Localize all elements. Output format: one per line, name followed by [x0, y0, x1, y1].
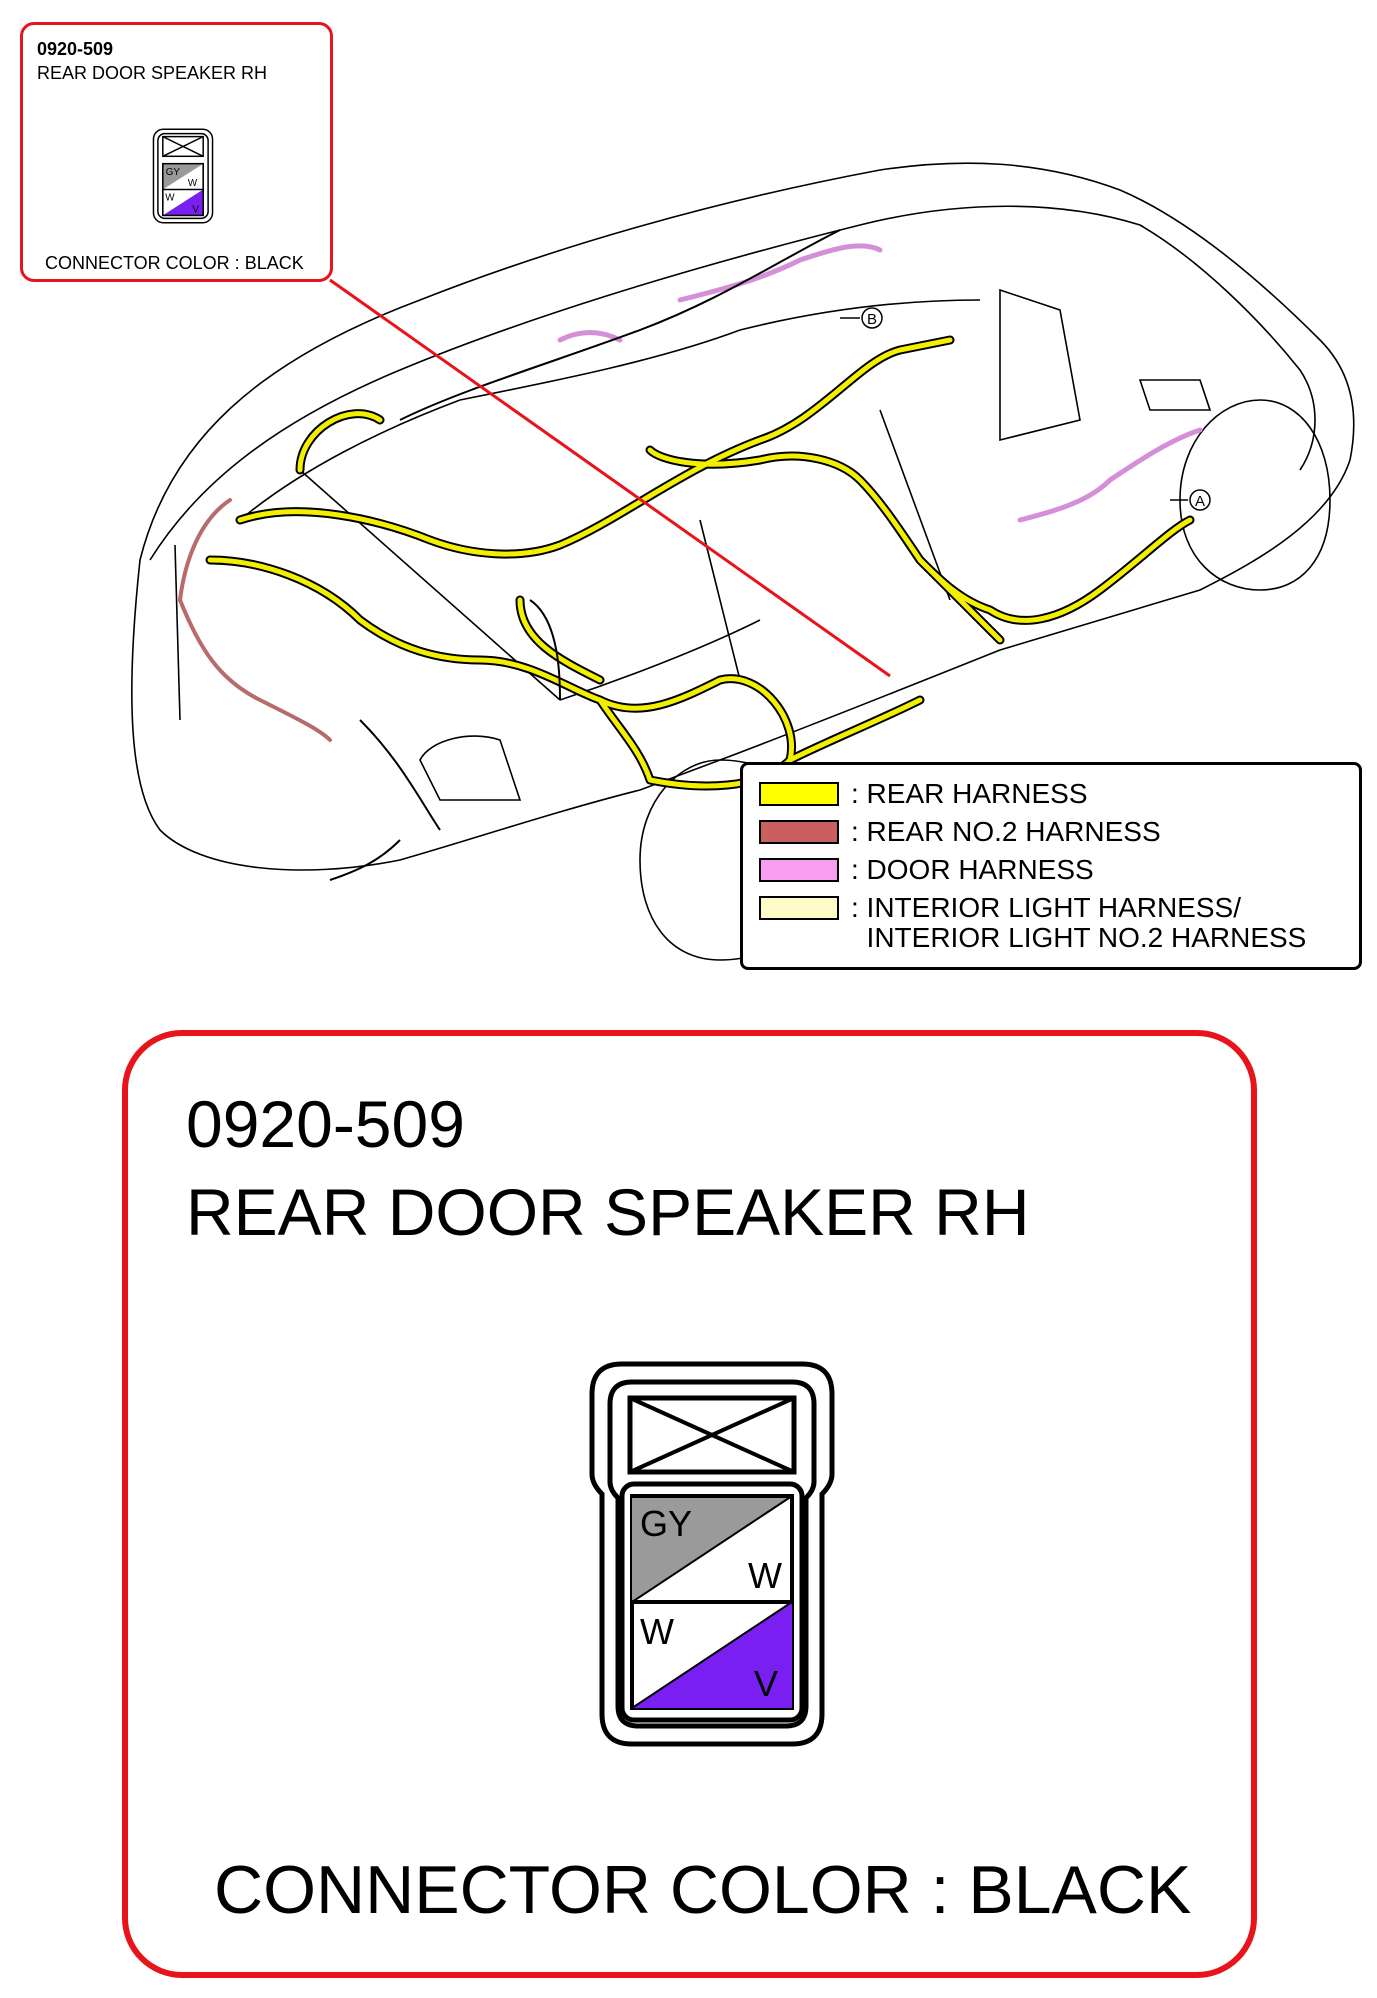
small-connector-callout: 0920-509 REAR DOOR SPEAKER RH GY W W V C… [20, 22, 333, 282]
legend-item-interior-light-harness: : INTERIOR LIGHT HARNESS/ INTERIOR LIGHT… [759, 893, 1306, 953]
small-connector-code: 0920-509 [37, 39, 114, 59]
legend-item-door-harness: : DOOR HARNESS [759, 855, 1094, 887]
small-pin2-top-label: W [165, 193, 175, 204]
rear-harness [205, 335, 1195, 791]
legend-swatch [759, 820, 839, 844]
big-pin1-top-label: GY [640, 1503, 692, 1544]
big-connector-color: CONNECTOR COLOR : BLACK [214, 1852, 1192, 1928]
marker-a: A [1170, 489, 1211, 511]
door-harness [557, 243, 1203, 523]
legend-swatch [759, 858, 839, 882]
small-pin1-bottom-label: W [188, 178, 198, 189]
small-pin1-top-label: GY [166, 167, 181, 178]
big-pin1-bottom-label: W [748, 1555, 782, 1596]
harness-legend: : REAR HARNESS : REAR NO.2 HARNESS : DOO… [740, 762, 1362, 970]
legend-item-rear-no2-harness: : REAR NO.2 HARNESS [759, 817, 1161, 849]
marker-b-label: B [867, 311, 877, 328]
big-pin2-top-label: W [640, 1611, 674, 1652]
legend-label: : REAR NO.2 HARNESS [851, 816, 1161, 847]
small-pin2-bottom-label: V [192, 204, 199, 215]
small-connector-face: GY W W V [152, 128, 214, 224]
big-connector-code: 0920-509 [186, 1087, 465, 1161]
legend-label: : DOOR HARNESS [851, 854, 1094, 885]
legend-item-rear-harness: : REAR HARNESS [759, 779, 1088, 811]
big-connector-face: GY W W V [589, 1361, 835, 1747]
legend-swatch [759, 896, 839, 920]
legend-swatch [759, 782, 839, 806]
marker-b: B [840, 307, 883, 329]
small-connector-color: CONNECTOR COLOR : BLACK [45, 253, 304, 273]
big-connector-name: REAR DOOR SPEAKER RH [186, 1175, 1030, 1249]
marker-a-label: A [1195, 493, 1205, 510]
leader-line [329, 278, 891, 678]
small-connector-name: REAR DOOR SPEAKER RH [37, 63, 268, 83]
legend-label: : INTERIOR LIGHT HARNESS/ INTERIOR LIGHT… [851, 892, 1307, 953]
legend-label: : REAR HARNESS [851, 778, 1088, 809]
big-pin2-bottom-label: V [754, 1663, 778, 1704]
rear-harness-fill [207, 337, 1193, 789]
big-connector-callout: 0920-509 REAR DOOR SPEAKER RH GY W W V C… [122, 1030, 1257, 1978]
rear-no2-harness [178, 498, 332, 742]
interior-light-harness [329, 229, 841, 881]
